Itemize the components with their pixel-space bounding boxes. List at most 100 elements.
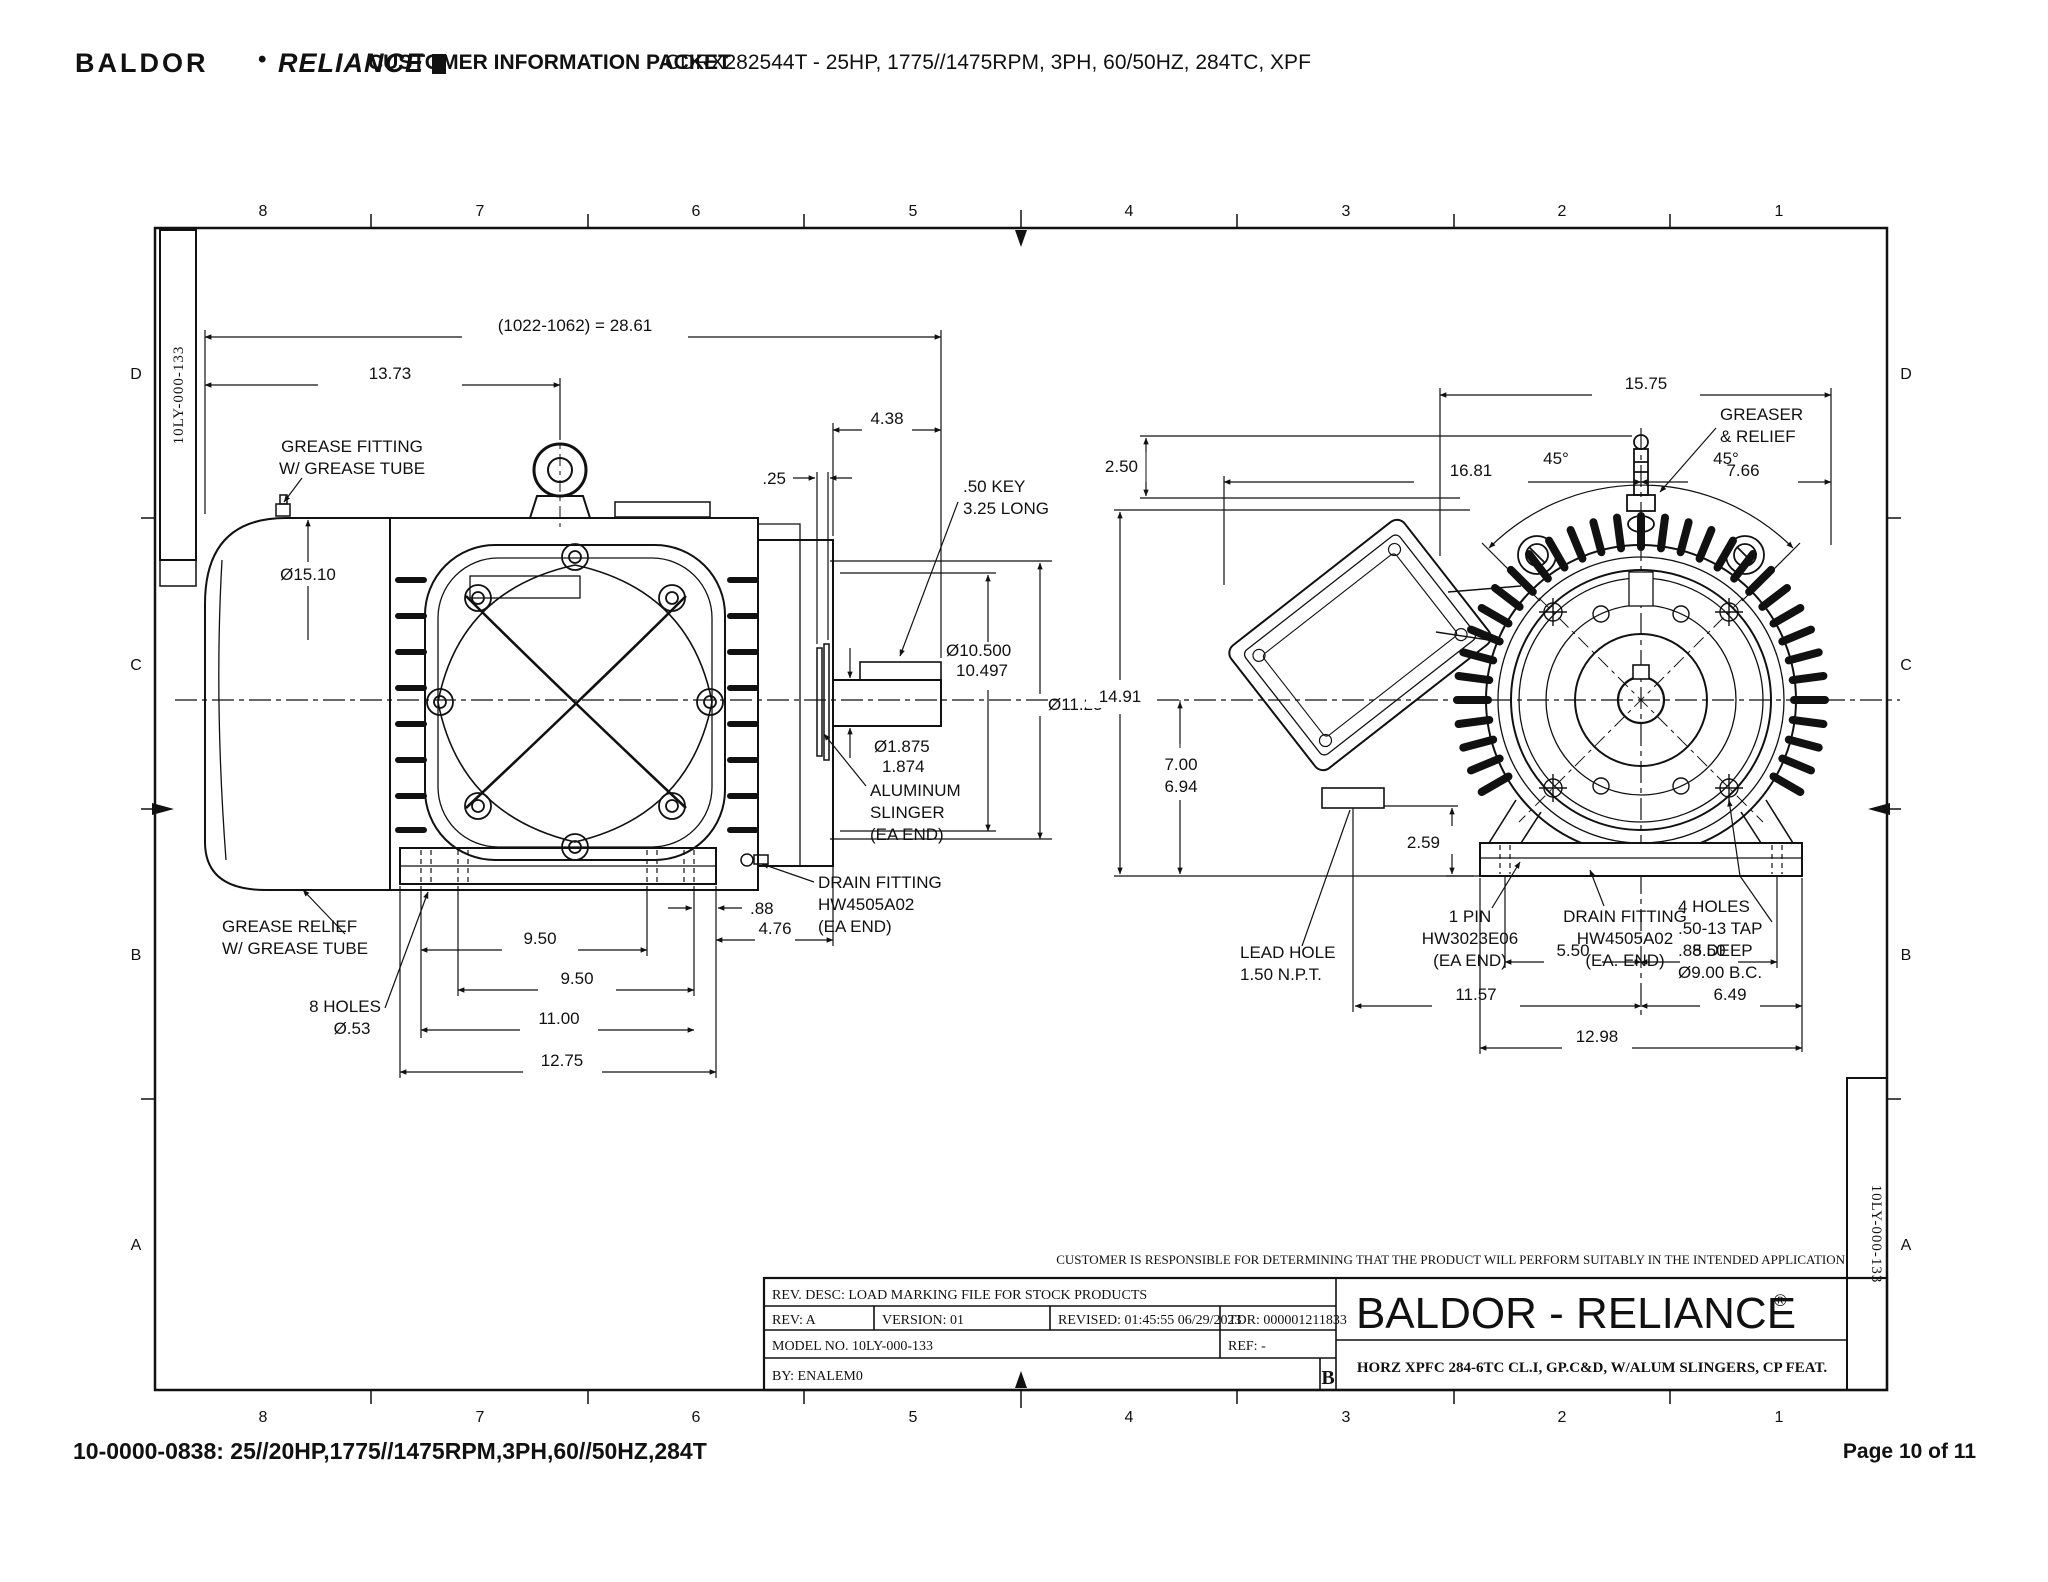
motor-description: HORZ XPFC 284-6TC CL.I, GP.C&D, W/ALUM S…: [1357, 1360, 1828, 1376]
end-view-dimensions: [1114, 388, 1832, 1054]
dim-overall-height: 14.91: [1099, 687, 1142, 706]
slinger-callout: SLINGER: [870, 803, 945, 822]
dim-base-width: 12.98: [1576, 1027, 1619, 1046]
end-view-motor: [1120, 428, 1900, 1018]
grease-fitting-callout: GREASE FITTING: [281, 437, 423, 456]
drain-callout: HW4505A02: [818, 895, 914, 914]
angle-45-label: 45°: [1543, 449, 1569, 468]
dim-foot-half: 5.50: [1556, 941, 1589, 960]
doc-number-vertical: 10LY-000-133: [171, 346, 187, 445]
pin-callout: HW3023E06: [1422, 929, 1518, 948]
zone-col: 6: [692, 1409, 701, 1426]
greaser-fitting: [1626, 434, 1656, 533]
zone-col: 2: [1558, 1409, 1567, 1426]
slinger-callout: ALUMINUM: [870, 781, 961, 800]
dim-overhang: 4.76: [758, 919, 791, 938]
dim-width: 15.75: [1625, 374, 1668, 393]
drain-callout: (EA. END): [1585, 951, 1664, 970]
base-holes-callout: 8 HOLES: [309, 997, 381, 1016]
registered-mark-icon: ®: [1774, 1291, 1787, 1310]
dim-rabbet-dia: 10.497: [956, 661, 1008, 680]
greaser-callout: & RELIEF: [1720, 427, 1796, 446]
product-description: CDRX282544T - 25HP, 1775//1475RPM, 3PH, …: [665, 51, 1311, 74]
tdr: TDR: 000001211833: [1228, 1313, 1347, 1328]
page-number: Page 10 of 11: [1842, 1440, 1976, 1463]
revised: REVISED: 01:45:55 06/29/2023: [1058, 1313, 1242, 1328]
zone-col: 4: [1125, 203, 1134, 220]
dim-shaft-height: 6.94: [1164, 777, 1197, 796]
zone-col: 7: [476, 1409, 485, 1426]
angle-45-label: 45°: [1713, 449, 1739, 468]
fin-slots: [395, 577, 759, 833]
zone-row: C: [130, 657, 142, 674]
grease-relief-callout: W/ GREASE TUBE: [222, 939, 368, 958]
zone-row: D: [130, 366, 142, 383]
dim-half-base: 6.49: [1713, 985, 1746, 1004]
baldor-logo: BALDOR: [75, 48, 209, 78]
dim-shaft-dia: Ø1.875: [874, 737, 930, 756]
dim-shaft-dia: 1.874: [882, 757, 925, 776]
zone-col: 3: [1342, 1409, 1351, 1426]
pin-callout: (EA END): [1433, 951, 1507, 970]
dim-rabbet-dia: Ø10.500: [946, 641, 1011, 660]
drain-callout: DRAIN FITTING: [1563, 907, 1687, 926]
dim-frame-dia: Ø15.10: [280, 565, 336, 584]
dim-overall-length: (1022-1062) = 28.61: [498, 316, 653, 335]
zone-row: A: [131, 1237, 142, 1254]
version: VERSION: 01: [882, 1313, 964, 1328]
side-view-dimensions: [204, 330, 1052, 1078]
packet-title: CUSTOMER INFORMATION PACKET: [368, 51, 731, 74]
zone-col: 5: [909, 1409, 918, 1426]
zone-row: D: [1900, 366, 1912, 383]
dim-greaser-height: 2.50: [1105, 457, 1138, 476]
grease-fitting-callout: W/ GREASE TUBE: [279, 459, 425, 478]
dim-slinger-gap: .25: [762, 469, 786, 488]
dim-foot-spacing: 9.50: [523, 929, 556, 948]
dim-base-length: 12.75: [541, 1051, 584, 1070]
key-callout: 3.25 LONG: [963, 499, 1049, 518]
zone-col: 8: [259, 203, 268, 220]
dim-eyebolt: 13.73: [369, 364, 412, 383]
drain-callout: (EA END): [818, 917, 892, 936]
zone-row: C: [1900, 657, 1912, 674]
ref: REF: -: [1228, 1339, 1266, 1354]
zone-row: B: [1901, 947, 1912, 964]
tapped-holes-callout: .88 DEEP: [1678, 941, 1753, 960]
dim-foot-span: 11.00: [538, 1009, 579, 1028]
drain-callout: HW4505A02: [1577, 929, 1673, 948]
page-header: BALDOR • RELIANCE CUSTOMER INFORMATION P…: [0, 44, 2048, 84]
zone-col: 3: [1342, 203, 1351, 220]
zone-row: A: [1901, 1237, 1912, 1254]
key-callout: .50 KEY: [963, 477, 1025, 496]
zone-col: 7: [476, 203, 485, 220]
slinger-callout: (EA END): [870, 825, 944, 844]
zone-col: 1: [1775, 1409, 1784, 1426]
drawn-by: BY: ENALEM0: [772, 1369, 863, 1384]
tapped-holes: [1539, 598, 1743, 802]
zone-col: 6: [692, 203, 701, 220]
zone-col: 8: [259, 1409, 268, 1426]
zone-row: B: [131, 947, 142, 964]
grease-relief-callout: GREASE RELIEF: [222, 917, 357, 936]
zone-col: 1: [1775, 203, 1784, 220]
title-block-text: CUSTOMER IS RESPONSIBLE FOR DETERMINING …: [772, 1252, 1846, 1389]
title-block: [762, 1276, 1889, 1392]
zone-col: 4: [1125, 1409, 1134, 1426]
dim-center-to-side: 7.66: [1726, 461, 1759, 480]
zone-labels: 8 7 6 5 4 3 2 1 8 7 6 5 4 3 2 1 D C B A: [130, 203, 1912, 1426]
dim-pad-height: 2.59: [1407, 833, 1440, 852]
dim-leadhole-offset: 11.57: [1455, 985, 1496, 1004]
tapped-holes-callout: 4 HOLES: [1678, 897, 1750, 916]
cooling-fins: [1453, 512, 1829, 797]
brand-name: BALDOR - RELIANCE: [1356, 1289, 1796, 1338]
pin-callout: 1 PIN: [1449, 907, 1492, 926]
dim-foot-edge: .88: [750, 899, 774, 918]
doc-number-vertical: 10LY-000-133: [1868, 1185, 1884, 1284]
zone-col: 5: [909, 203, 918, 220]
tapped-holes-callout: .50-13 TAP: [1678, 919, 1762, 938]
face-screws: [1592, 605, 1690, 795]
end-view-labels: 15.75 16.81 7.66 GREASER & RELIEF 45° 45…: [1086, 374, 1803, 1046]
lead-hole-callout: 1.50 N.P.T.: [1240, 965, 1322, 984]
zone-col: 2: [1558, 203, 1567, 220]
